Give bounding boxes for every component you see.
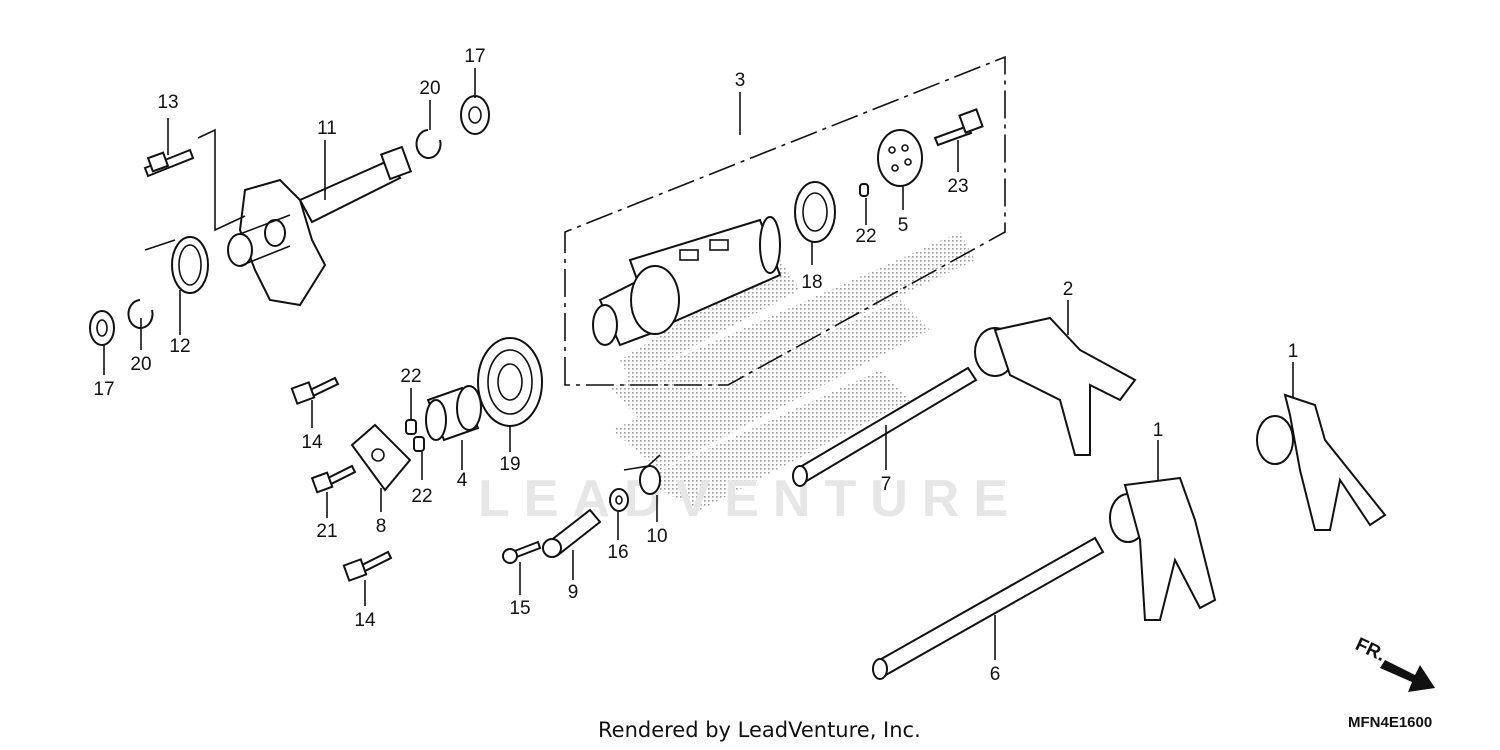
bolt-14-lower bbox=[342, 550, 393, 582]
shift-fork-1-right bbox=[1256, 393, 1387, 531]
dowel-22-a bbox=[405, 419, 417, 435]
washer-17-top bbox=[460, 95, 490, 135]
callout-1-middle[interactable]: 1 bbox=[1153, 420, 1164, 441]
callout-23[interactable]: 23 bbox=[947, 176, 968, 197]
callout-6[interactable]: 6 bbox=[990, 664, 1001, 685]
watermark-logo: LEADVENTURE bbox=[478, 232, 1022, 528]
bolt-14-upper bbox=[290, 376, 340, 405]
callout-17-left[interactable]: 17 bbox=[93, 379, 114, 400]
callout-1-right[interactable]: 1 bbox=[1288, 341, 1299, 362]
callout-20-left[interactable]: 20 bbox=[130, 354, 151, 375]
callout-22-lower[interactable]: 22 bbox=[411, 486, 432, 507]
return-spring bbox=[144, 236, 209, 294]
callout-16[interactable]: 16 bbox=[607, 542, 628, 563]
washer-16 bbox=[609, 488, 629, 512]
callout-9[interactable]: 9 bbox=[568, 582, 579, 603]
dowel-22-c bbox=[859, 183, 869, 197]
callout-19[interactable]: 19 bbox=[499, 454, 520, 475]
washer-17-left bbox=[89, 310, 115, 346]
stopper-arm-9 bbox=[542, 508, 602, 558]
shift-fork-2 bbox=[974, 316, 1137, 456]
callout-4[interactable]: 4 bbox=[457, 470, 468, 491]
callout-22-drum[interactable]: 22 bbox=[855, 226, 876, 247]
stopper-plate-8 bbox=[350, 423, 412, 492]
callout-13[interactable]: 13 bbox=[157, 92, 178, 113]
bearing-19 bbox=[477, 337, 543, 427]
callout-8[interactable]: 8 bbox=[376, 516, 387, 537]
callout-21[interactable]: 21 bbox=[316, 521, 337, 542]
fork-shaft-6 bbox=[872, 536, 1105, 680]
callout-15[interactable]: 15 bbox=[509, 598, 530, 619]
footer-credit: Rendered by LeadVenture, Inc. bbox=[598, 718, 921, 742]
bolt-15 bbox=[502, 540, 542, 564]
diagram-code: MFN4E1600 bbox=[1348, 714, 1433, 731]
shift-fork-1-middle bbox=[1109, 476, 1217, 621]
callout-3[interactable]: 3 bbox=[735, 70, 746, 91]
callout-17-top[interactable]: 17 bbox=[464, 46, 485, 67]
callout-12[interactable]: 12 bbox=[169, 336, 190, 357]
front-direction-label: FR. bbox=[1352, 634, 1389, 666]
shift-drum-3 bbox=[592, 216, 782, 347]
front-direction-arrow: FR. bbox=[1352, 634, 1435, 692]
shift-spindle bbox=[227, 145, 413, 307]
drum-assembly-boundary bbox=[564, 55, 1006, 386]
callout-10[interactable]: 10 bbox=[646, 526, 667, 547]
callout-14-lower[interactable]: 14 bbox=[354, 610, 376, 631]
callout-20-top[interactable]: 20 bbox=[419, 78, 440, 99]
callout-11[interactable]: 11 bbox=[317, 118, 337, 139]
callout-22-upper[interactable]: 22 bbox=[400, 366, 421, 387]
bearing-18 bbox=[794, 181, 836, 243]
callout-18[interactable]: 18 bbox=[801, 272, 822, 293]
collar-4 bbox=[425, 385, 482, 442]
bolt-23 bbox=[933, 108, 984, 147]
dowel-22-b bbox=[413, 436, 425, 452]
clip-20-left bbox=[127, 299, 154, 329]
callout-7[interactable]: 7 bbox=[881, 474, 892, 495]
bolt-13 bbox=[143, 148, 195, 178]
spring-10 bbox=[623, 454, 661, 495]
bolt-21 bbox=[310, 464, 357, 494]
callout-14-upper[interactable]: 14 bbox=[301, 432, 323, 453]
callout-5[interactable]: 5 bbox=[898, 215, 909, 236]
callouts: 13 11 12 17 20 20 17 3 18 22 5 23 2 1 1 … bbox=[93, 46, 1298, 685]
drum-cam-5 bbox=[877, 129, 923, 187]
leader-lines bbox=[103, 68, 1294, 660]
clip-20-top bbox=[415, 129, 442, 159]
watermark-text: LEADVENTURE bbox=[478, 470, 1022, 528]
callout-2[interactable]: 2 bbox=[1063, 279, 1074, 300]
